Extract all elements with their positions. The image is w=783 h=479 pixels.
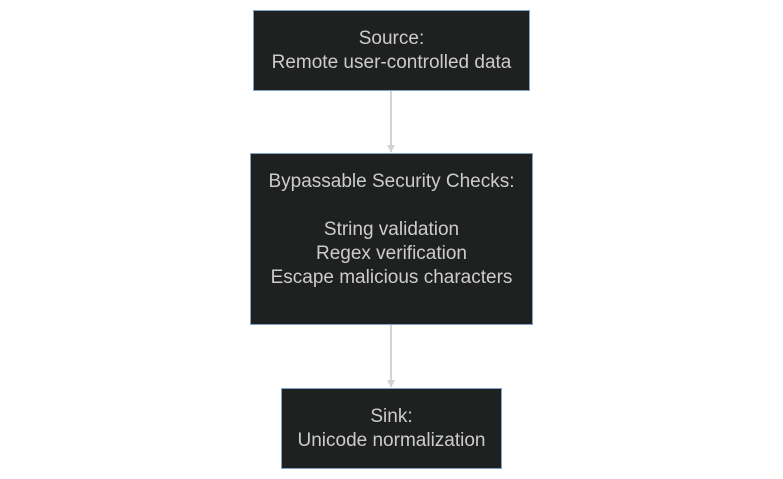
sink-node-title: Sink:	[370, 405, 413, 427]
source-node: Source: Remote user-controlled data	[253, 10, 530, 91]
sink-node: Sink: Unicode normalization	[281, 388, 502, 469]
sink-node-description: Unicode normalization	[297, 429, 486, 451]
security-check-item: Regex verification	[315, 243, 468, 264]
source-node-description: Remote user-controlled data	[271, 51, 512, 73]
security-check-item: String validation	[323, 219, 460, 240]
source-node-title: Source:	[358, 27, 425, 49]
security-check-item: Escape malicious characters	[270, 267, 513, 288]
security-checks-title: Bypassable Security Checks:	[268, 171, 515, 192]
security-checks-node: Bypassable Security Checks: String valid…	[250, 153, 533, 325]
